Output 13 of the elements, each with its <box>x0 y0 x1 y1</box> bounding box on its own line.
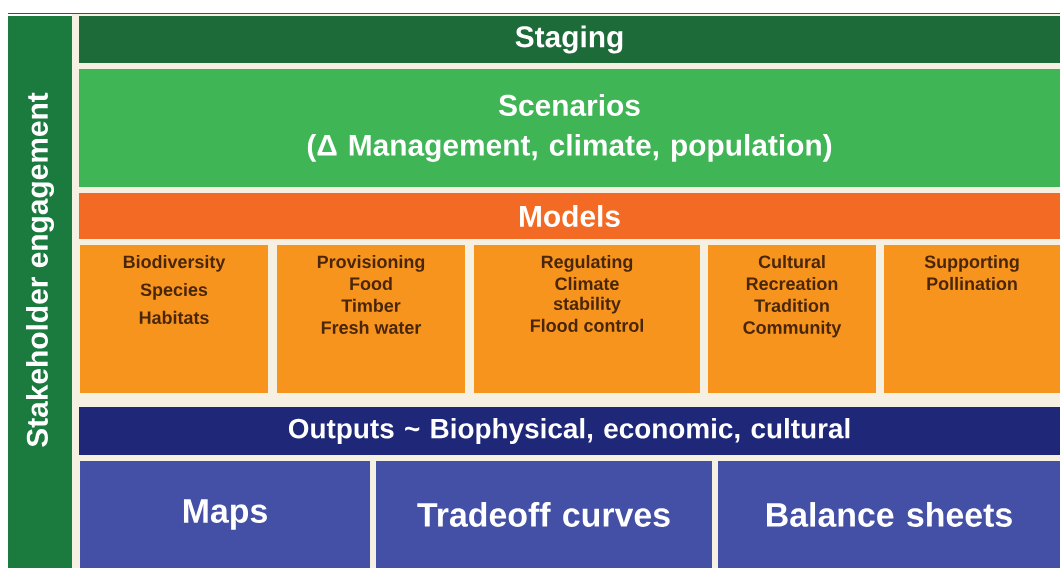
heading-band: Staging <box>79 16 1060 63</box>
side-band: Stakeholder engagement <box>8 16 72 568</box>
category-box: Biodiversity Species Habitats <box>80 245 268 393</box>
output-box: Maps <box>80 461 370 568</box>
category-box: Regulating Climate stability Flood control <box>474 245 700 393</box>
category-box: Cultural Recreation Tradition Community <box>708 245 876 393</box>
category-box: Provisioning Food Timber Fresh water <box>277 245 465 393</box>
category-box: Supporting Pollination <box>884 245 1060 393</box>
scenario-band: Scenarios (Δ Management, climate, population) <box>79 69 1060 187</box>
output-box: Balance sheets <box>718 461 1060 568</box>
heading-band: Models <box>79 193 1060 239</box>
output-box: Tradeoff curves <box>376 461 712 568</box>
heading-band: Outputs ~ Biophysical, economic, cultural <box>79 407 1060 455</box>
